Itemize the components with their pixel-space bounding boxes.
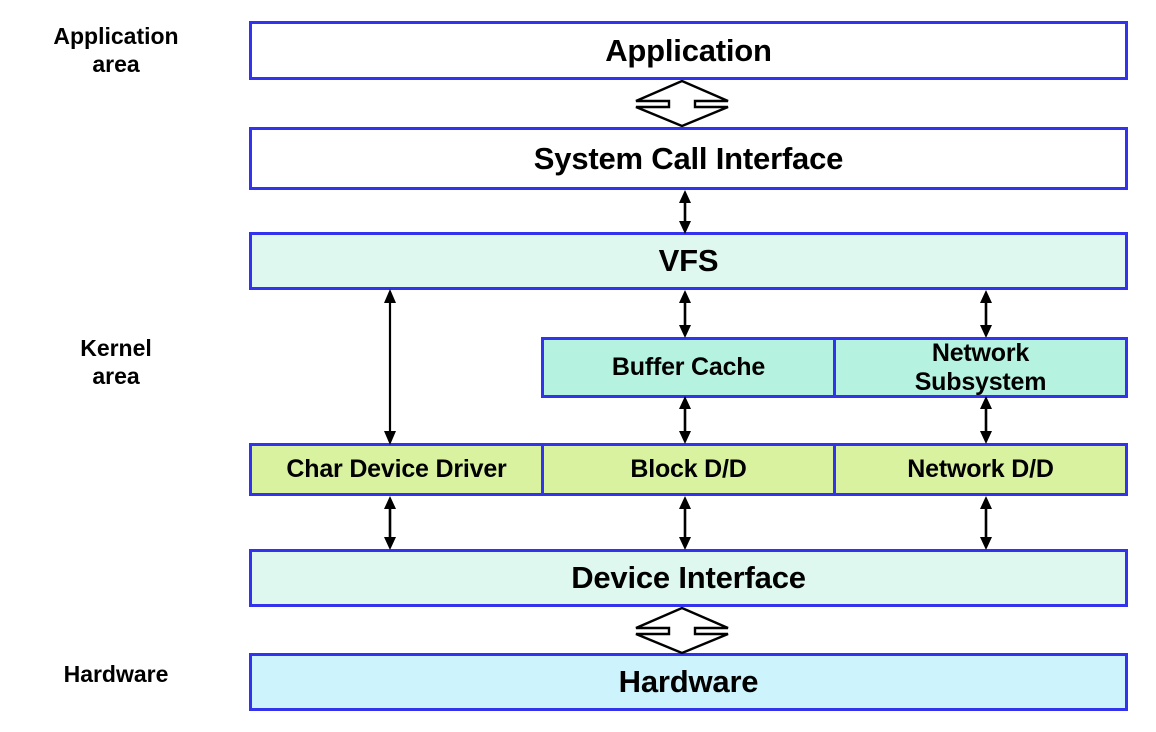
box-vfs[interactable]: VFS (249, 232, 1128, 290)
connector-application-to-system-call-interface (633, 80, 731, 127)
box-device-interface[interactable]: Device Interface (249, 549, 1128, 607)
box-system-call-interface[interactable]: System Call Interface (249, 127, 1128, 190)
area-label-kernel: Kernel area (80, 335, 152, 389)
box-network-subsystem[interactable]: Network Subsystem (833, 337, 1128, 398)
box-network-dd[interactable]: Network D/D (833, 443, 1128, 496)
box-block-dd-label: Block D/D (630, 455, 747, 483)
box-hardware-label: Hardware (618, 664, 759, 699)
connector-char-device-driver-to-device-interface (379, 496, 401, 550)
box-char-device-driver[interactable]: Char Device Driver (249, 443, 541, 496)
connector-system-call-interface-to-vfs (674, 190, 696, 234)
connector-device-interface-to-hardware (633, 607, 731, 654)
box-application-label: Application (605, 32, 772, 68)
connector-network-subsystem-to-network-dd (975, 396, 997, 444)
box-vfs-label: VFS (658, 243, 719, 278)
box-system-call-interface-label: System Call Interface (533, 140, 844, 176)
connector-buffer-cache-to-block-dd (674, 396, 696, 444)
box-network-dd-label: Network D/D (907, 455, 1054, 483)
connector-network-dd-to-device-interface (975, 496, 997, 550)
connector-vfs-to-char-device-driver (379, 289, 401, 445)
box-buffer-cache-label: Buffer Cache (611, 353, 766, 381)
box-device-interface-label: Device Interface (571, 560, 806, 595)
connector-vfs-to-buffer-cache (674, 290, 696, 338)
box-hardware[interactable]: Hardware (249, 653, 1128, 711)
connector-vfs-to-network-subsystem (975, 290, 997, 338)
area-label-application: Application area (53, 23, 179, 77)
connector-block-dd-to-device-interface (674, 496, 696, 550)
area-label-hardware: Hardware (63, 661, 169, 687)
box-block-dd[interactable]: Block D/D (541, 443, 833, 496)
box-buffer-cache[interactable]: Buffer Cache (541, 337, 833, 398)
box-application[interactable]: Application (249, 21, 1128, 80)
box-char-device-driver-label: Char Device Driver (286, 455, 507, 483)
box-network-subsystem-label: Network Subsystem (914, 338, 1047, 396)
